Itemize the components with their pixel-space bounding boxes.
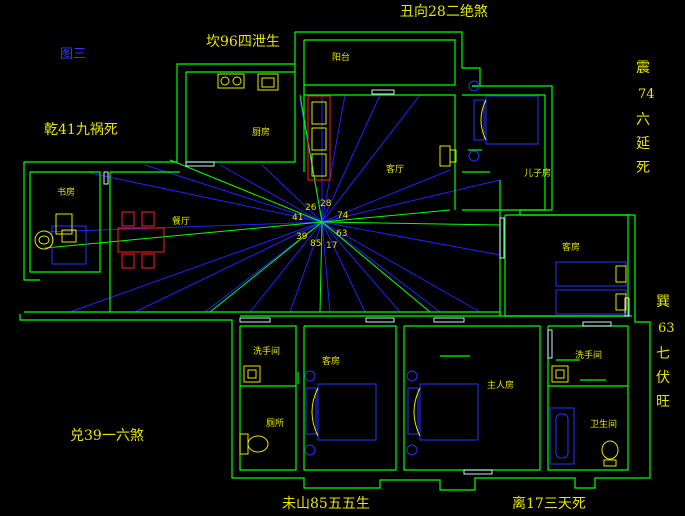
figure-title: 图三 [60, 47, 86, 62]
right-wash-fixtures [549, 365, 619, 467]
sector-number-28: 28 [320, 199, 332, 209]
label-zhen-char-4: 延 [636, 136, 650, 152]
label-xun-char-1: 巽 [656, 294, 670, 310]
room-label-living: 客厅 [386, 163, 404, 175]
study-desk [34, 213, 87, 265]
room-label-master: 主人房 [487, 379, 514, 391]
label-xun-char-4: 伏 [656, 370, 670, 386]
sector-number-41: 41 [292, 213, 303, 223]
compass-rays [44, 94, 501, 313]
son-bed [468, 80, 539, 162]
left-wash-fixtures [239, 365, 269, 455]
room-label-toilet: 厕所 [266, 418, 284, 429]
kitchen-sink [257, 73, 279, 91]
direction-labels: 图三 坎96四泄生 丑向28二绝煞 乾41九祸死 兑39一六煞 未山85五五生 … [44, 4, 675, 512]
room-label-study: 书房 [57, 186, 75, 198]
label-li: 离17三天死 [512, 495, 586, 512]
room-label-bath: 卫生间 [590, 418, 617, 430]
kitchen-stove [217, 73, 245, 89]
label-chou: 丑向28二绝煞 [400, 4, 488, 20]
label-xun-char-3: 七 [656, 346, 670, 362]
label-kan: 坎96四泄生 [206, 34, 280, 50]
label-zhen-char-5: 死 [636, 160, 650, 176]
room-labels: 阳台 厨房 客厅 儿子房 书房 餐厅 客房 洗手间 厕所 客房 主人房 洗手间 … [57, 51, 617, 430]
label-dui: 兑39一六煞 [70, 428, 144, 444]
sector-number-17: 17 [326, 241, 337, 251]
label-zhen-char-1: 震 [636, 60, 650, 76]
label-xun-char-5: 旺 [656, 394, 670, 410]
room-label-wash-right: 洗手间 [575, 349, 602, 361]
walls [19, 31, 651, 491]
label-xun-char-2: 63 [658, 321, 675, 336]
label-wei: 未山85五五生 [282, 496, 370, 512]
sector-numbers: 26 28 41 74 39 85 17 63 [292, 199, 349, 251]
label-zhen-char-2: 74 [638, 87, 655, 102]
guest-bed [304, 370, 377, 456]
master-bed [406, 370, 479, 456]
room-label-son: 儿子房 [524, 167, 551, 179]
label-qian: 乾41九祸死 [44, 122, 118, 138]
sector-number-63: 63 [336, 229, 347, 239]
dining-set [117, 211, 165, 269]
sector-number-74: 74 [337, 211, 349, 221]
room-label-guest-mid: 客房 [322, 355, 340, 367]
guest-bunk [555, 261, 627, 315]
sector-number-26: 26 [305, 203, 317, 213]
doors-windows [103, 89, 630, 475]
room-label-balcony: 阳台 [332, 51, 350, 63]
tv [439, 145, 457, 167]
room-label-guest-right: 客房 [562, 241, 580, 253]
label-zhen-char-3: 六 [636, 112, 650, 128]
room-label-kitchen: 厨房 [252, 126, 270, 138]
sector-number-85: 85 [310, 239, 321, 249]
sofa [307, 95, 331, 181]
room-label-dining: 餐厅 [172, 215, 190, 227]
room-label-wash-left: 洗手间 [253, 345, 280, 357]
sector-number-39: 39 [296, 232, 308, 242]
